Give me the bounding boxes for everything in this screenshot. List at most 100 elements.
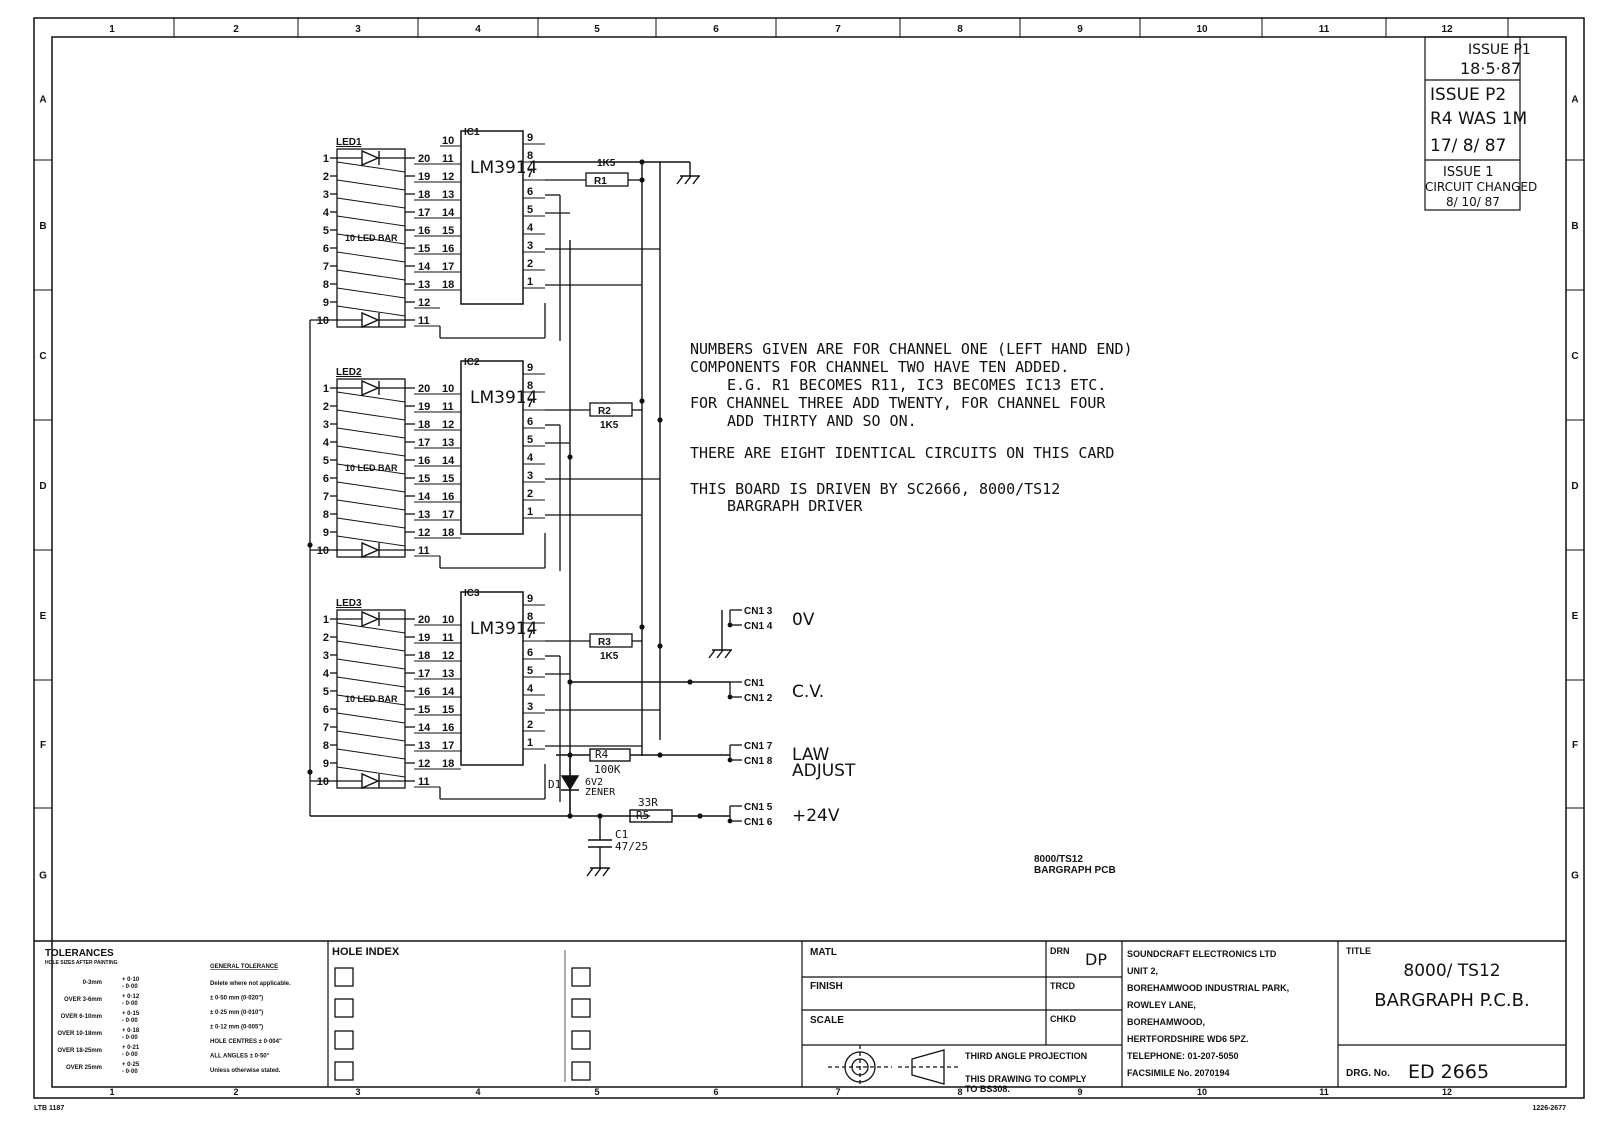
drawing-notes: NUMBERS GIVEN ARE FOR CHANNEL ONE (LEFT … (690, 340, 1133, 515)
ic-left-pin: 16 (442, 243, 454, 255)
ic-right-pin: 7 (527, 398, 533, 410)
connector-pin: CN1 5 (744, 802, 773, 813)
led-pin-number: 10 (317, 315, 329, 327)
ic-right-pin: 9 (527, 593, 533, 605)
grid-row-label: G (39, 871, 47, 882)
led-connect-pin: 15 (418, 243, 430, 255)
grid-column-label-bottom: 12 (1442, 1087, 1452, 1097)
ic-left-pin: 16 (442, 491, 454, 503)
led-pin-number: 6 (323, 473, 329, 485)
r5-value: 33R (638, 796, 658, 809)
ic-right-pin: 9 (527, 132, 533, 144)
ic-right-pin: 3 (527, 701, 533, 713)
grid-row-label-right: D (1571, 481, 1578, 492)
grid-column-label-bottom: 4 (475, 1087, 480, 1097)
resistor-ref: R3 (598, 637, 611, 648)
board-label: 8000/TS12 BARGRAPH PCB (1034, 854, 1116, 876)
ic-right-pin: 7 (527, 168, 533, 180)
general-tolerance-row: HOLE CENTRES ± 0·004" (210, 1039, 282, 1045)
ic-right-pin: 1 (527, 276, 533, 288)
resistor-value: 1K5 (600, 420, 619, 431)
d1-value-b: ZENER (585, 787, 616, 798)
note-line: ADD THIRTY AND SO ON. (727, 412, 917, 430)
led-pin-number: 7 (323, 261, 329, 273)
tolerance-plus: + 0·25 (122, 1062, 140, 1068)
led-pin-number: 2 (323, 401, 329, 413)
ic-right-pin: 2 (527, 258, 533, 270)
led-pin-number: 6 (323, 243, 329, 255)
general-tolerance-row: Delete where not applicable. (210, 981, 291, 987)
note-line: FOR CHANNEL THREE ADD TWENTY, FOR CHANNE… (690, 394, 1106, 412)
title-line-2: BARGRAPH P.C.B. (1374, 990, 1529, 1011)
ic-left-pin: 11 (442, 632, 454, 644)
connector-label: +24V (792, 806, 840, 826)
led-bar-label: 10 LED BAR (345, 463, 398, 473)
led-connect-pin: 12 (418, 758, 430, 770)
ic-left-pin: 18 (442, 279, 454, 291)
led-pin-number: 2 (323, 632, 329, 644)
led-pin-number: 3 (323, 419, 329, 431)
ic-part-number: LM3914 (470, 619, 537, 639)
ic-right-pin: 5 (527, 204, 533, 216)
led-connect-pin: 16 (418, 455, 430, 467)
tolerance-minus: - 0·00 (122, 1001, 138, 1007)
grid-row-label: B (39, 221, 46, 232)
ic-right-pin: 3 (527, 470, 533, 482)
finish-label: FINISH (810, 981, 843, 992)
led-pin-number: 3 (323, 189, 329, 201)
grid-row-label: C (39, 351, 46, 362)
ic-left-pin: 12 (442, 419, 454, 431)
company-line: BOREHAMWOOD, (1127, 1017, 1205, 1027)
connector-label-2: ADJUST (792, 761, 856, 781)
r4-value: 100K (594, 763, 621, 776)
led-connect-pin: 15 (418, 704, 430, 716)
third-angle-projection-symbol (828, 1045, 958, 1087)
grid-column-label-bottom: 11 (1319, 1087, 1329, 1097)
grid-column-label: 10 (1196, 24, 1208, 35)
board-label-line-2: BARGRAPH PCB (1034, 865, 1116, 876)
resistor-value: 1K5 (600, 651, 619, 662)
revision-line: 18·5·87 (1460, 59, 1521, 78)
revision-line: R4 WAS 1M (1430, 109, 1527, 129)
led-connect-pin: 14 (418, 722, 431, 734)
led-connect-pin: 17 (418, 207, 430, 219)
company-line: BOREHAMWOOD INDUSTRIAL PARK, (1127, 983, 1289, 993)
company-line: HERTFORDSHIRE WD6 5PZ. (1127, 1034, 1249, 1044)
led-connect-pin: 19 (418, 632, 430, 644)
led-pin-number: 5 (323, 225, 329, 237)
general-tolerance-row: Unless otherwise stated. (210, 1068, 281, 1074)
grid-column-label: 4 (475, 24, 481, 35)
ic-left-pin: 11 (442, 401, 454, 413)
led-connect-pin: 14 (418, 261, 431, 273)
projection-title: THIRD ANGLE PROJECTION (965, 1051, 1087, 1061)
matl-label: MATL (810, 947, 837, 958)
ic-left-pin: 16 (442, 722, 454, 734)
led-pin-number: 5 (323, 686, 329, 698)
grid-column-label-bottom: 10 (1197, 1087, 1207, 1097)
tolerance-range: 0-3mm (83, 980, 102, 986)
led-pin-number: 9 (323, 758, 329, 770)
led-pin-number: 1 (323, 383, 329, 395)
connector-label: C.V. (792, 682, 824, 702)
drg-number: ED 2665 (1408, 1061, 1489, 1083)
grid-column-label-bottom: 2 (233, 1087, 238, 1097)
tolerance-range: OVER 3-6mm (64, 997, 102, 1003)
company-line: UNIT 2, (1127, 966, 1158, 976)
d1-value-a: 6V2 (585, 777, 603, 788)
grid-row-label-right: C (1571, 351, 1578, 362)
led-pin-number: 10 (317, 545, 329, 557)
c1-value: 47/25 (615, 840, 648, 853)
drn-label: DRN (1050, 946, 1070, 956)
led-connect-pin: 19 (418, 171, 430, 183)
led-pin-number: 10 (317, 776, 329, 788)
title-block (34, 940, 1566, 1087)
grid-column-label: 12 (1441, 24, 1453, 35)
led-connect-pin: 11 (418, 776, 430, 788)
ic-right-pin: 5 (527, 434, 533, 446)
ic-right-pin: 9 (527, 362, 533, 374)
general-tolerance-row: ± 0·12 mm (0·005") (210, 1025, 263, 1031)
